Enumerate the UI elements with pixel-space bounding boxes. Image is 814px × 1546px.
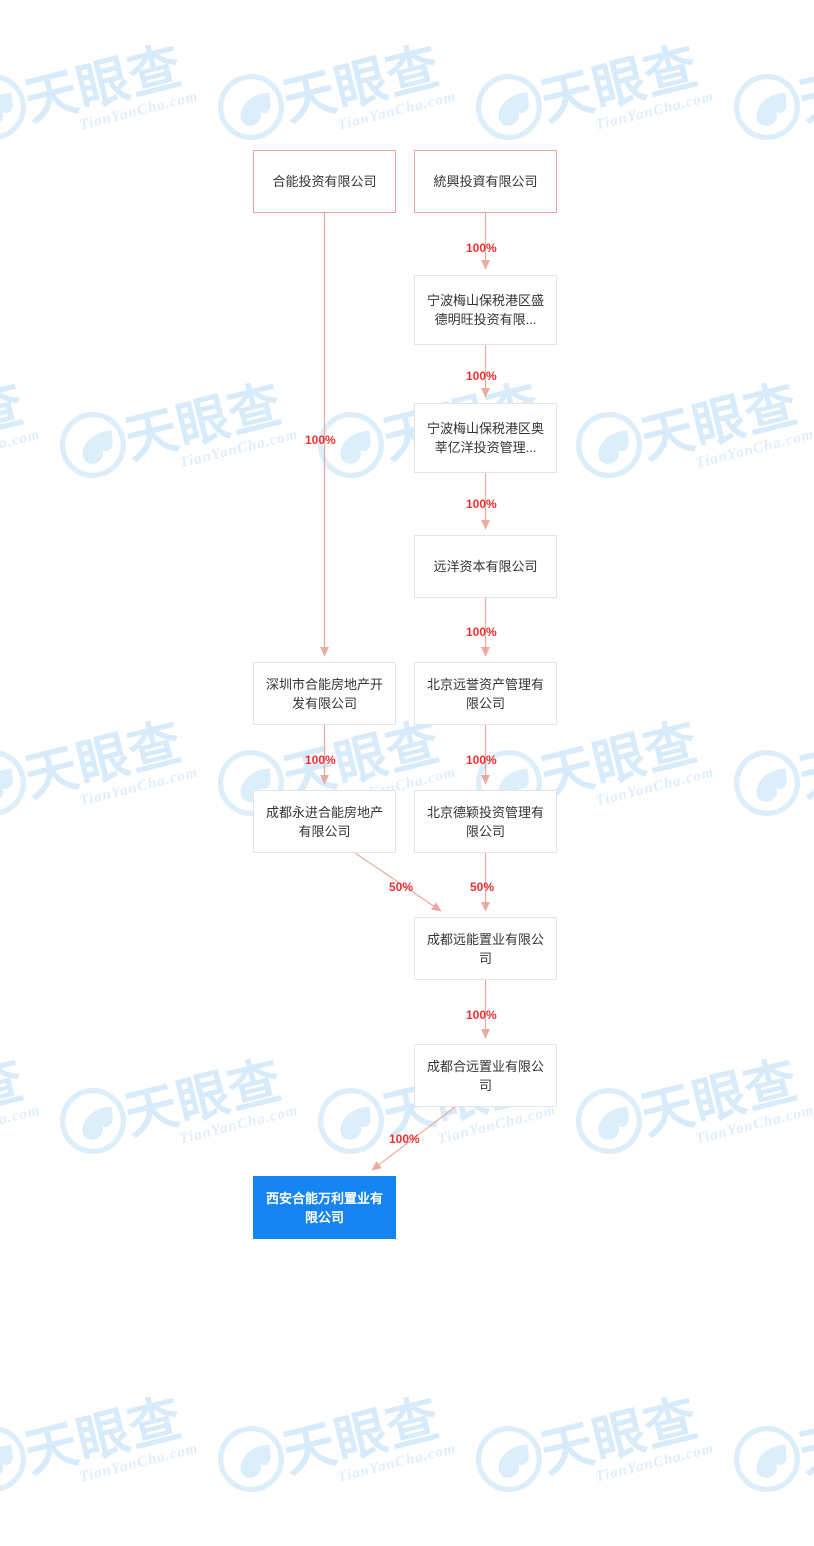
edge-lines-layer (320, 213, 490, 1171)
company-node-label: 西安合能万利置业有限公司 (265, 1190, 383, 1225)
watermark-en-text: TianYanCha.com (78, 1440, 200, 1486)
company-node-label: 北京远誉资产管理有限公司 (426, 676, 544, 711)
company-node[interactable]: 宁波梅山保税港区奥莘亿洋投资管理... (414, 403, 557, 473)
company-node-label: 成都永进合能房地产有限公司 (265, 804, 383, 839)
company-node-target[interactable]: 西安合能万利置业有限公司 (253, 1176, 396, 1239)
company-node[interactable]: 統興投資有限公司 (414, 150, 557, 213)
watermark-cn-text: 天眼查 (19, 1388, 188, 1485)
company-node[interactable]: 成都永进合能房地产有限公司 (253, 790, 396, 853)
company-node-label: 北京德颖投资管理有限公司 (426, 804, 544, 839)
edge-label-percent: 100% (466, 369, 497, 383)
tianyancha-logo-icon (218, 1426, 284, 1492)
company-node-label: 成都合远置业有限公司 (426, 1058, 544, 1093)
edge-label-percent: 100% (305, 433, 336, 447)
company-node-label: 深圳市合能房地产开发有限公司 (265, 676, 383, 711)
company-node-label: 宁波梅山保税港区奥莘亿洋投资管理... (426, 421, 544, 455)
edge-label-percent: 100% (466, 497, 497, 511)
company-node[interactable]: 深圳市合能房地产开发有限公司 (253, 662, 396, 725)
watermark-cn-text: 天眼查 (793, 1388, 814, 1485)
tianyancha-logo-icon (734, 1426, 800, 1492)
company-node[interactable]: 宁波梅山保税港区盛德明旺投资有限... (414, 275, 557, 345)
watermark-cn-text: 天眼查 (535, 1388, 704, 1485)
tianyancha-logo-icon (0, 1426, 26, 1492)
company-node[interactable]: 合能投资有限公司 (253, 150, 396, 213)
company-node[interactable]: 远洋资本有限公司 (414, 535, 557, 598)
watermark-en-text: TianYanCha.com (336, 1440, 458, 1486)
tianyancha-logo-icon (476, 1426, 542, 1492)
company-node[interactable]: 成都合远置业有限公司 (414, 1044, 557, 1107)
edge-label-percent: 100% (389, 1132, 420, 1146)
company-node-label: 宁波梅山保税港区盛德明旺投资有限... (426, 293, 544, 327)
edge-n8-n10 (354, 852, 442, 912)
watermark-cn-text: 天眼查 (277, 1388, 446, 1485)
company-node-label: 远洋资本有限公司 (433, 559, 538, 574)
company-node[interactable]: 北京远誉资产管理有限公司 (414, 662, 557, 725)
company-node-label: 合能投资有限公司 (272, 174, 377, 189)
edge-label-percent: 50% (470, 880, 495, 894)
company-node-label: 統興投資有限公司 (433, 174, 538, 189)
edge-label-percent: 100% (466, 753, 497, 767)
company-node[interactable]: 成都远能置业有限公司 (414, 917, 557, 980)
edge-label-percent: 100% (466, 1008, 497, 1022)
company-node-label: 成都远能置业有限公司 (426, 931, 544, 966)
edge-label-percent: 100% (466, 241, 497, 255)
watermark-en-text: TianYanCha.com (594, 1440, 716, 1486)
company-node[interactable]: 北京德颖投资管理有限公司 (414, 790, 557, 853)
equity-structure-chart: 合能投资有限公司 統興投資有限公司宁波梅山保税港区盛德明旺投资有限... 宁波梅山保… (253, 150, 557, 1239)
edge-label-percent: 50% (389, 880, 414, 894)
edge-n11-n12 (371, 1106, 456, 1171)
edge-label-percent: 100% (466, 625, 497, 639)
edge-label-percent: 100% (305, 753, 336, 767)
